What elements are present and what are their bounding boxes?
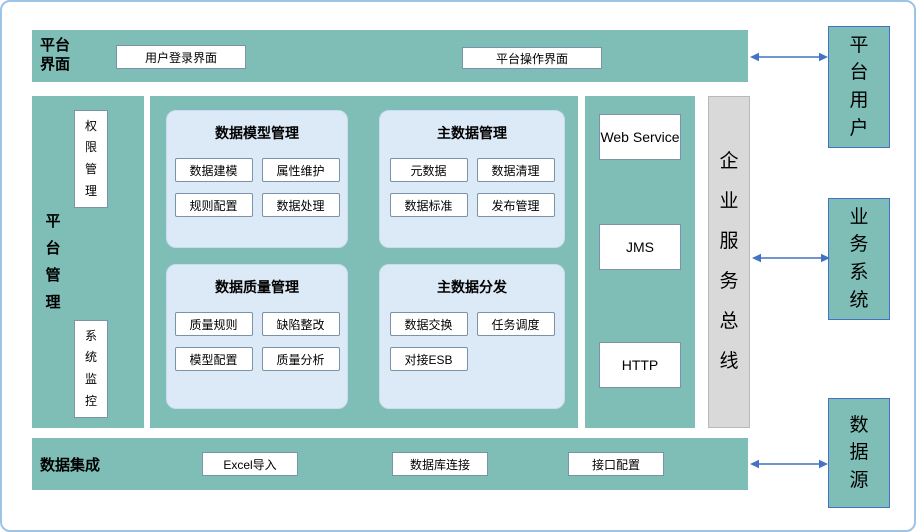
platform-management-label-text: 平台管理 — [45, 213, 61, 311]
module-item-box: 数据处理 — [261, 193, 340, 217]
platform-interface-bar: 平台界面 用户登录界面 平台操作界面 — [32, 30, 748, 82]
module-item-box: 规则配置 — [174, 193, 253, 217]
platform-users-label: 平台用户 — [849, 34, 869, 139]
module-master-data-management: 主数据管理 元数据 数据清理 数据标准 发布管理 — [379, 110, 565, 248]
business-systems-label: 业务系统 — [849, 206, 869, 311]
module-item-box: 对接ESB — [389, 347, 468, 371]
module-items: 质量规则 缺陷整改 模型配置 质量分析 — [167, 312, 347, 371]
business-systems-box: 业务系统 — [828, 198, 890, 320]
module-items: 数据交换 任务调度 对接ESB — [380, 312, 564, 371]
module-item-box: 数据交换 — [389, 312, 468, 336]
double-arrow-icon — [750, 52, 828, 62]
web-service-box: Web Service — [599, 114, 681, 160]
system-monitoring-label: 系统监控 — [84, 328, 97, 408]
data-integration-bar: 数据集成 Excel导入 数据库连接 接口配置 — [32, 438, 748, 490]
module-title: 主数据管理 — [437, 125, 507, 141]
arrow-data-sources — [750, 457, 828, 471]
platform-management-bar: 平台管理 权限管理 系统监控 — [32, 96, 144, 428]
permission-management-box: 权限管理 — [74, 110, 108, 208]
module-master-data-distribution: 主数据分发 数据交换 任务调度 对接ESB — [379, 264, 565, 409]
data-integration-label: 数据集成 — [40, 456, 101, 474]
module-item-box: 元数据 — [389, 158, 468, 182]
module-item-box: 数据建模 — [174, 158, 253, 182]
services-column: Web Service JMS HTTP — [585, 96, 695, 428]
module-item-box: 模型配置 — [174, 347, 253, 371]
double-arrow-icon — [750, 459, 828, 469]
arrow-business-systems — [752, 251, 830, 265]
database-connection-box: 数据库连接 — [392, 452, 488, 476]
module-data-model-management: 数据模型管理 数据建模 属性维护 规则配置 数据处理 — [166, 110, 348, 248]
platform-users-box: 平台用户 — [828, 26, 890, 148]
platform-interface-label: 平台界面 — [40, 37, 71, 73]
module-item-box: 发布管理 — [476, 193, 555, 217]
interface-config-box: 接口配置 — [568, 452, 664, 476]
jms-box: JMS — [599, 224, 681, 270]
module-item-box: 数据标准 — [389, 193, 468, 217]
arrow-platform-users — [750, 50, 828, 64]
module-data-quality-management: 数据质量管理 质量规则 缺陷整改 模型配置 质量分析 — [166, 264, 348, 409]
module-items: 元数据 数据清理 数据标准 发布管理 — [380, 158, 564, 217]
double-arrow-icon — [752, 253, 830, 263]
module-items: 数据建模 属性维护 规则配置 数据处理 — [167, 158, 347, 217]
module-item-box: 质量分析 — [261, 347, 340, 371]
system-monitoring-box: 系统监控 — [74, 320, 108, 418]
module-title: 主数据分发 — [437, 279, 507, 295]
module-item-box: 缺陷整改 — [261, 312, 340, 336]
enterprise-service-bus-label: 企业服务总线 — [719, 151, 739, 372]
module-item-box: 数据清理 — [476, 158, 555, 182]
module-item-box: 任务调度 — [476, 312, 555, 336]
enterprise-service-bus-bar: 企业服务总线 — [708, 96, 750, 428]
permission-management-label: 权限管理 — [84, 118, 97, 198]
platform-operation-box: 平台操作界面 — [462, 47, 602, 69]
module-title: 数据模型管理 — [215, 125, 299, 141]
modules-area: 数据模型管理 数据建模 属性维护 规则配置 数据处理 主数据管理 元数据 数据清… — [150, 96, 578, 428]
excel-import-box: Excel导入 — [202, 452, 298, 476]
module-title: 数据质量管理 — [215, 279, 299, 295]
platform-management-label: 平台管理 — [44, 96, 62, 428]
module-item-box: 属性维护 — [261, 158, 340, 182]
user-login-box: 用户登录界面 — [116, 45, 246, 69]
data-sources-label: 数据源 — [849, 414, 869, 491]
http-box: HTTP — [599, 342, 681, 388]
module-item-box: 质量规则 — [174, 312, 253, 336]
data-sources-box: 数据源 — [828, 398, 890, 508]
